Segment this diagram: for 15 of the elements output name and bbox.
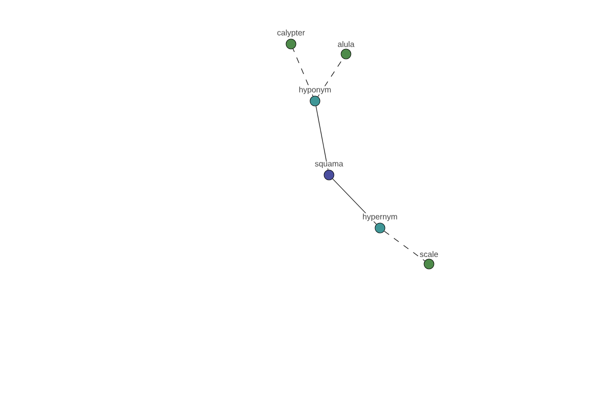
node-label: hypernym — [362, 213, 398, 222]
node-circle — [286, 38, 296, 50]
node-circle — [310, 96, 320, 106]
node-label: hyponym — [298, 86, 332, 95]
connector-line — [292, 48, 314, 96]
connector-line — [384, 230, 426, 262]
node-circle — [424, 258, 434, 270]
node-label: alula — [337, 40, 355, 48]
node-label: calypter — [276, 29, 306, 38]
node-circle — [374, 222, 386, 234]
node-circle — [324, 170, 334, 180]
node-label: squama — [314, 162, 344, 169]
connector-line — [316, 106, 328, 170]
node-label: scale — [419, 250, 439, 258]
node-circle — [340, 48, 352, 60]
